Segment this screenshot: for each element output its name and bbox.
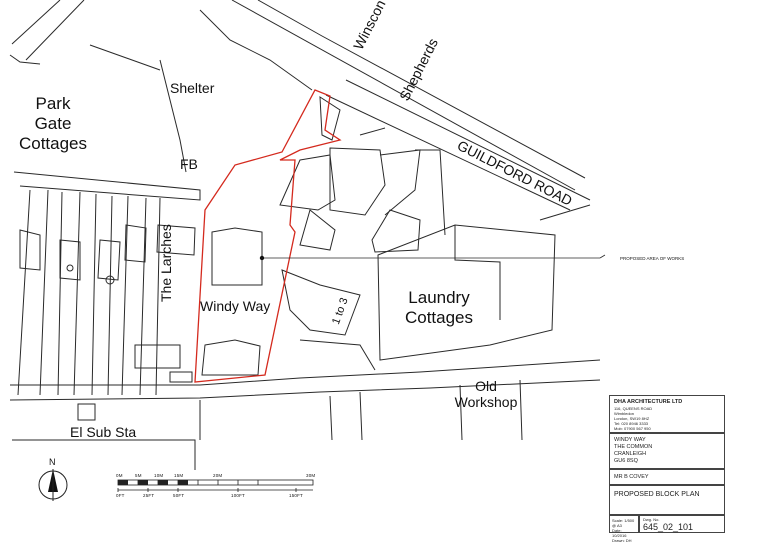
label-the-larches: The Larches: [158, 224, 174, 302]
road-top-left: [11, 0, 85, 61]
north-arrow: [38, 469, 68, 501]
title-block-project: WINDY WAY THE COMMON CRANLEIGH GU6 8SQ: [609, 433, 725, 469]
scale-label-metric-5: 30M: [306, 473, 316, 478]
title-block-drawing-title: PROPOSED BLOCK PLAN: [609, 485, 725, 515]
scale-label-metric-2: 10M: [154, 473, 164, 478]
terrace-strips: [17, 189, 161, 396]
scale-label-imperial-1: 25FT: [143, 493, 155, 498]
house-upper-b: [329, 147, 386, 216]
title-block-client: MR B COVEY: [609, 469, 725, 485]
scale-label-metric-0: 0M: [116, 473, 123, 478]
the-larches-building: [156, 224, 196, 256]
proposed-area-dot: [259, 255, 265, 261]
label-fb: FB: [180, 156, 198, 172]
label-north: N: [49, 457, 56, 467]
drawing-number: 645_02_101: [643, 522, 694, 532]
guildford-road-edge: [231, 0, 576, 191]
scale-label-imperial-3: 100FT: [231, 493, 246, 498]
scale-label-metric-1: 5M: [135, 473, 142, 478]
house-upper-a: [279, 154, 336, 211]
scale-label-metric-3: 15M: [174, 473, 184, 478]
firm-name: DHA ARCHITECTURE LTD: [614, 399, 683, 405]
label-laundry-cottages: Laundry Cottages: [404, 288, 474, 327]
label-park-gate-cottages: Park Gate Cottages: [18, 94, 88, 153]
site-boundary: [194, 89, 342, 383]
label-old-workshop: Old Workshop: [454, 378, 518, 410]
title-block-drawing-number: Dwg. No. 645_02_101: [639, 515, 725, 533]
label-proposed-area: PROPOSED AREA OF WORKS: [620, 256, 685, 261]
lower-road: [10, 359, 601, 386]
scale-label-imperial-4: 150FT: [289, 493, 304, 498]
scale-label-imperial-0: 0FT: [116, 493, 125, 498]
label-shelter: Shelter: [170, 80, 215, 96]
scale-label-metric-4: 20M: [213, 473, 223, 478]
building-1to3: [281, 269, 361, 336]
label-windy-way: Windy Way: [200, 298, 271, 314]
title-block-meta: Scale: 1/500 @ A3 Date: 10/2016 Drawn: D…: [609, 515, 639, 543]
windy-way-building-main: [211, 227, 263, 286]
scale-label-imperial-2: 50FT: [173, 493, 185, 498]
title-block-firm: DHA ARCHITECTURE LTD 116, QUEENS ROAD Wi…: [609, 395, 725, 436]
label-el-sub-sta: El Sub Sta: [70, 424, 137, 440]
